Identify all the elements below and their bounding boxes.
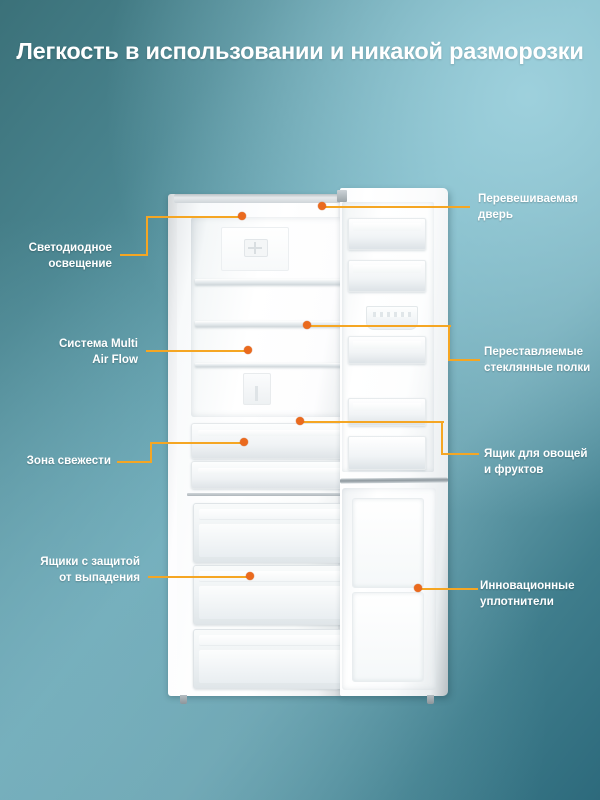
hotspot-adjustable-glass-shelves — [303, 321, 311, 329]
hotspot-fresh-zone — [240, 438, 248, 446]
hotspot-led-lighting — [238, 212, 246, 220]
glass-shelf — [195, 363, 347, 367]
door-bin — [348, 218, 426, 250]
label-led-lighting: Светодиодное освещение — [28, 241, 112, 270]
door-bin-bottle — [348, 436, 426, 470]
door-foot — [427, 695, 434, 704]
door-upper-panel — [342, 202, 434, 472]
cabinet-foot — [180, 695, 187, 704]
cabinet-interior — [177, 203, 355, 690]
label-vegetable-fruit-drawer: Ящик для овощей и фруктов — [484, 447, 588, 476]
door-bin — [348, 260, 426, 292]
hotspot-anti-fall-drawers — [246, 572, 254, 580]
glass-shelf — [195, 279, 347, 285]
refrigerator-door — [337, 188, 449, 704]
label-reversible-door: Перевешиваемая дверь — [478, 192, 578, 221]
label-anti-fall-drawers: Ящики с защитой от выпадения — [40, 555, 140, 584]
led-light-panel — [221, 227, 289, 271]
hotspot-multi-air-flow — [244, 346, 252, 354]
vegetable-fruit-drawer — [191, 423, 353, 459]
freezer-drawer — [193, 629, 351, 689]
door-panel-section — [352, 592, 424, 682]
freezer-door-panel — [342, 488, 436, 690]
refrigerator-cabinet — [168, 194, 356, 704]
label-innovative-seals: Инновационные уплотнители — [480, 579, 575, 608]
label-fresh-zone: Зона свежести — [26, 454, 111, 467]
door-panel-section — [352, 498, 424, 588]
air-flow-vent — [243, 373, 271, 405]
label-adjustable-glass-shelves: Переставляемые стеклянные полки — [484, 345, 591, 374]
product-image-refrigerator — [160, 186, 450, 704]
hotspot-vegetable-fruit-drawer — [296, 417, 304, 425]
hotspot-reversible-door — [318, 202, 326, 210]
label-multi-air-flow: Система Multi Air Flow — [58, 337, 138, 366]
cabinet-top-cap — [174, 194, 356, 203]
door-seam — [339, 477, 449, 484]
glass-shelf — [195, 321, 347, 327]
freezer-drawer — [193, 565, 351, 625]
freezer-drawer — [193, 503, 351, 563]
page-title: Легкость в использовании и никакой размо… — [16, 38, 584, 64]
door-bin — [348, 336, 426, 364]
compartment-divider — [187, 493, 355, 496]
hotspot-innovative-seals — [414, 584, 422, 592]
fresh-zone-drawer — [191, 461, 353, 489]
fridge-compartment — [191, 217, 351, 417]
door-hinge-top — [337, 190, 347, 202]
led-lamp-icon — [244, 239, 268, 257]
